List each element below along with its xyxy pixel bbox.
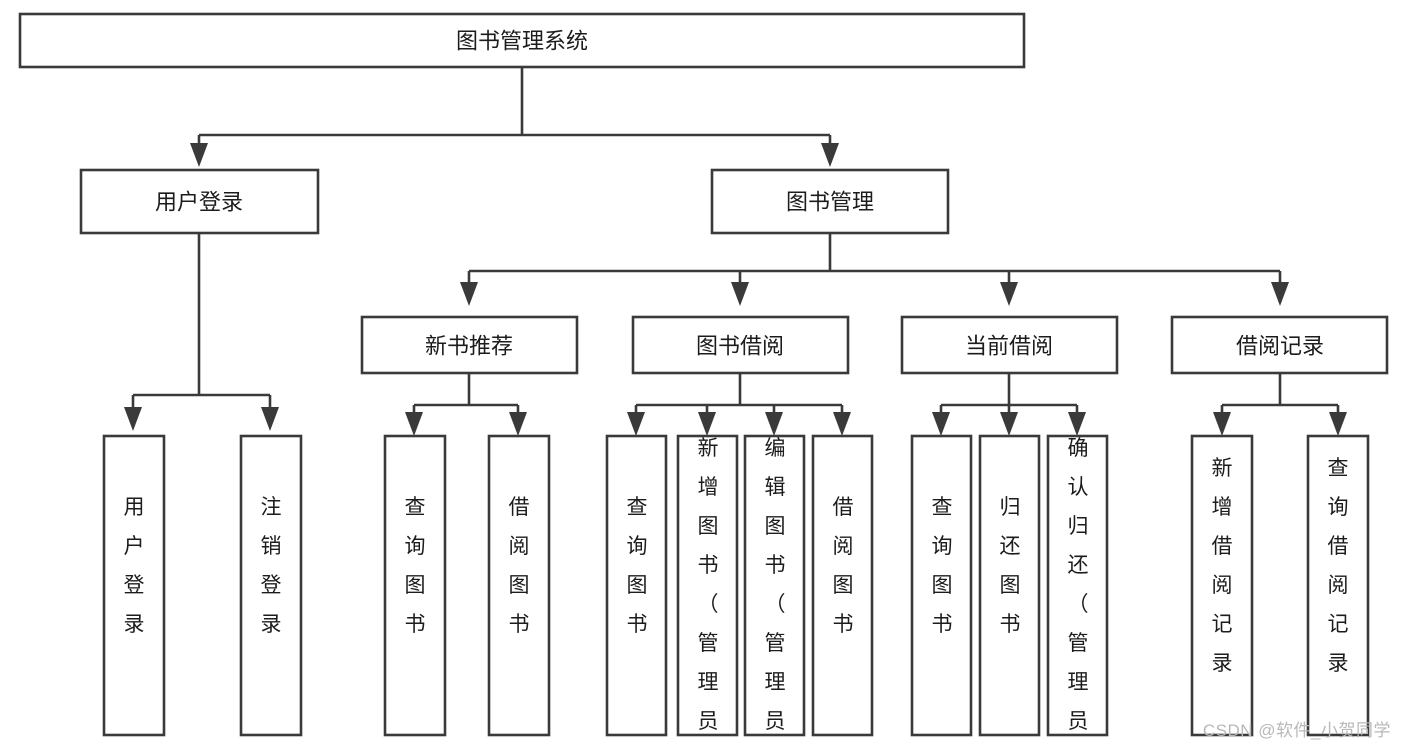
node-label-user-login: 用户登录 <box>155 190 243 215</box>
node-leaf-query-book-3[interactable]: 查询图书 <box>910 434 973 737</box>
node-leaf-query-record[interactable]: 查询借阅记录 <box>1306 434 1370 737</box>
node-box-leaf-borrow-book-2[interactable] <box>811 434 874 737</box>
node-leaf-add-book[interactable]: 新增图书（管理员） <box>676 434 739 747</box>
node-box-book-manage[interactable] <box>710 168 950 235</box>
node-borrow-record[interactable]: 借阅记录 <box>1170 315 1389 375</box>
node-leaf-query-book-2[interactable]: 查询图书 <box>605 434 668 737</box>
node-label-leaf-user-login: 用户登录 <box>124 496 145 636</box>
node-box-current-borrow[interactable] <box>900 315 1119 375</box>
node-leaf-logout-login[interactable]: 注销登录 <box>239 434 303 737</box>
node-label-book-borrow: 图书借阅 <box>696 334 784 359</box>
node-box-borrow-record[interactable] <box>1170 315 1389 375</box>
node-box-leaf-return-book[interactable] <box>978 434 1041 737</box>
node-box-user-login[interactable] <box>79 168 320 235</box>
node-label-leaf-add-book: 新增图书（管理员） <box>698 437 719 747</box>
node-label-root: 图书管理系统 <box>456 29 588 54</box>
connector-bookmanage-to-level3 <box>460 233 1289 306</box>
node-label-leaf-confirm-return: 确认归还（管理员） <box>1068 437 1089 747</box>
node-leaf-return-book[interactable]: 归还图书 <box>978 434 1041 737</box>
node-user-login[interactable]: 用户登录 <box>79 168 320 235</box>
connector-bookborrow-to-leaves <box>627 373 851 436</box>
node-current-borrow[interactable]: 当前借阅 <box>900 315 1119 375</box>
node-leaf-borrow-book-2[interactable]: 借阅图书 <box>811 434 874 737</box>
node-box-leaf-borrow-book-1[interactable] <box>487 434 551 737</box>
node-box-leaf-query-book-1[interactable] <box>383 434 447 737</box>
node-box-leaf-user-login[interactable] <box>102 434 166 737</box>
node-box-leaf-edit-book[interactable] <box>743 434 806 737</box>
node-leaf-add-record[interactable]: 新增借阅记录 <box>1190 434 1254 737</box>
node-label-leaf-borrow-book-2: 借阅图书 <box>833 496 854 636</box>
node-label-current-borrow: 当前借阅 <box>965 334 1053 359</box>
connectors-layer <box>124 67 1347 436</box>
node-new-book-recommend[interactable]: 新书推荐 <box>360 315 579 375</box>
node-box-leaf-add-book[interactable] <box>676 434 739 737</box>
node-box-leaf-query-book-3[interactable] <box>910 434 973 737</box>
node-book-manage[interactable]: 图书管理 <box>710 168 950 235</box>
connector-root-to-level2 <box>190 67 839 167</box>
connector-borrowrecord-to-leaves <box>1213 373 1347 436</box>
node-box-leaf-add-record[interactable] <box>1190 434 1254 737</box>
node-root[interactable]: 图书管理系统 <box>18 12 1026 69</box>
connector-currentborrow-to-leaves <box>932 373 1086 436</box>
node-label-leaf-query-record: 查询借阅记录 <box>1328 457 1349 675</box>
node-box-leaf-query-record[interactable] <box>1306 434 1370 737</box>
node-box-new-book-recommend[interactable] <box>360 315 579 375</box>
node-leaf-query-book-1[interactable]: 查询图书 <box>383 434 447 737</box>
node-label-leaf-return-book: 归还图书 <box>1000 496 1021 636</box>
csdn-watermark: CSDN @软件_小贺同学 <box>1202 721 1391 740</box>
node-label-borrow-record: 借阅记录 <box>1236 334 1324 359</box>
node-label-new-book-recommend: 新书推荐 <box>425 334 513 359</box>
node-label-leaf-query-book-1: 查询图书 <box>405 496 426 636</box>
node-leaf-borrow-book-1[interactable]: 借阅图书 <box>487 434 551 737</box>
node-label-leaf-borrow-book-1: 借阅图书 <box>509 496 530 636</box>
node-label-leaf-query-book-2: 查询图书 <box>627 496 648 636</box>
node-book-borrow[interactable]: 图书借阅 <box>631 315 850 375</box>
node-label-leaf-logout-login: 注销登录 <box>261 496 282 636</box>
connector-newbook-to-leaves <box>405 373 527 436</box>
node-box-root[interactable] <box>18 12 1026 69</box>
node-label-book-manage: 图书管理 <box>786 190 874 215</box>
node-leaf-edit-book[interactable]: 编辑图书（管理员） <box>743 434 806 747</box>
node-leaf-confirm-return[interactable]: 确认归还（管理员） <box>1046 434 1109 747</box>
node-label-leaf-query-book-3: 查询图书 <box>932 496 953 636</box>
node-box-book-borrow[interactable] <box>631 315 850 375</box>
node-leaf-user-login[interactable]: 用户登录 <box>102 434 166 737</box>
node-label-leaf-add-record: 新增借阅记录 <box>1212 457 1233 675</box>
node-label-leaf-edit-book: 编辑图书（管理员） <box>765 437 786 747</box>
connector-userlogin-to-leaves <box>124 233 279 431</box>
node-box-leaf-logout-login[interactable] <box>239 434 303 737</box>
node-box-leaf-confirm-return[interactable] <box>1046 434 1109 737</box>
node-box-leaf-query-book-2[interactable] <box>605 434 668 737</box>
